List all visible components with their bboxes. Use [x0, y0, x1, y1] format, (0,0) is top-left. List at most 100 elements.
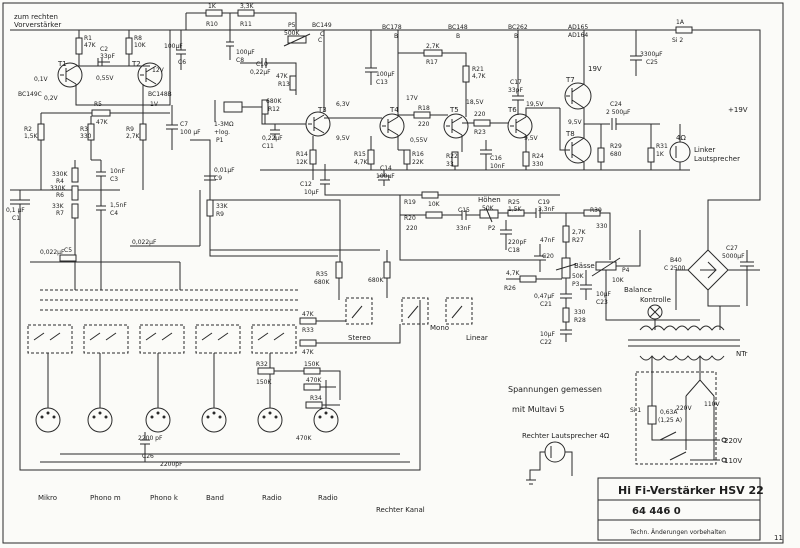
label-ad164: AD164	[568, 32, 588, 39]
label-r13-value: 47K	[276, 73, 289, 80]
label-bc148-b: B	[456, 33, 460, 40]
label-left-speaker-1: Linker	[694, 146, 715, 154]
transistor-t4	[379, 113, 405, 139]
label-r26-value: 4,7K	[506, 270, 521, 277]
input-connector-mikro	[35, 407, 61, 433]
label-c15: C15	[458, 207, 470, 214]
capacitor-c25	[630, 30, 642, 76]
label-v055: 0,55V	[96, 75, 114, 82]
label-c2200: 2200pF	[160, 461, 183, 468]
label-r29: R29	[610, 143, 622, 150]
resistor-r8	[125, 37, 133, 55]
label-c8-value: 100µF	[236, 49, 255, 56]
label-p5-value: 500K	[284, 30, 300, 37]
label-p2: P2	[488, 225, 496, 232]
left-speaker	[669, 141, 691, 163]
capacitor-c20	[534, 244, 546, 272]
mains-switch	[659, 431, 720, 461]
label-c2-value: 33pF	[100, 53, 115, 60]
label-bc149-t3: BC149	[312, 22, 332, 29]
resistor-r680	[383, 261, 391, 279]
label-p3-value: 50K	[572, 273, 585, 280]
label-c23-value: 10µF	[596, 291, 611, 298]
label-c18-value: 220pF	[508, 239, 527, 246]
label-baesse: Bässe	[574, 262, 595, 270]
notes: Spannungen gemessen mit Multavi 5 Rechte…	[376, 385, 610, 514]
r30-wires	[565, 212, 611, 260]
label-p1-log: +log.	[214, 129, 230, 136]
label-t4: T4	[389, 106, 399, 114]
t6-leads	[510, 116, 527, 136]
label-r7-value: 33K	[52, 203, 65, 210]
label-r12: R12	[268, 106, 280, 113]
page-mark: 11	[774, 534, 783, 542]
resistor-r14	[309, 149, 317, 165]
label-r9b: R9	[216, 211, 224, 218]
label-c20-value: 47nF	[540, 237, 555, 244]
label-r30-value: 330	[596, 223, 608, 230]
resistor-r13	[289, 75, 297, 91]
label-c25: C25	[646, 59, 658, 66]
label-r470: 470K	[306, 377, 322, 384]
label-bc178: BC178	[382, 24, 402, 31]
capacitor-c1	[10, 190, 30, 330]
capacitor-c26	[140, 432, 150, 462]
label-t1: T1	[57, 60, 67, 68]
input-connector-phono-m	[87, 407, 113, 433]
label-r2-value: 1,5K	[24, 133, 39, 140]
label-r10-value: 1K	[208, 3, 217, 10]
transistor-t7	[564, 82, 592, 110]
capacitor-c24	[611, 118, 660, 130]
capacitor-c6	[176, 30, 186, 70]
label-r33: R33	[302, 327, 314, 334]
title-number: 64 446 0	[632, 506, 681, 517]
resistor-r35	[335, 261, 343, 279]
label-kontrolle: Kontrolle	[640, 296, 671, 304]
label-v185: 18,5V	[466, 99, 484, 106]
label-t2: T2	[131, 60, 141, 68]
capacitor-c19	[498, 208, 566, 218]
right-speaker-wires	[529, 446, 573, 480]
label-r17: R17	[426, 59, 438, 66]
label-p1: P1	[216, 137, 224, 144]
label-v1: 1V	[150, 101, 159, 108]
label-c2: C2	[100, 46, 108, 53]
label-c1-value: 0,1 µF	[6, 207, 25, 214]
output-stage-wires	[559, 30, 610, 170]
t2-leads	[140, 65, 157, 85]
resistor-r6	[71, 185, 79, 201]
pot-p5-wiper	[283, 33, 311, 47]
note-measured-1: Spannungen gemessen	[508, 385, 602, 394]
resistor-r33	[299, 339, 317, 347]
feedback-wires	[40, 84, 170, 190]
label-r28-value: 330	[574, 309, 586, 316]
label-r11-value: 3,3K	[240, 3, 255, 10]
resistor-r150	[303, 367, 321, 375]
label-r20: R20	[404, 215, 416, 222]
pot-p3-wiper	[555, 263, 577, 271]
label-p4: P4	[622, 267, 630, 274]
input-labels: Mikro Phono m Phono k Band Radio Radio	[38, 494, 338, 502]
label-c6: C6	[178, 59, 186, 66]
rectifier-diode-icon	[700, 261, 717, 279]
capacitor-c13	[365, 30, 377, 85]
label-r25-value: 1,5K	[508, 206, 523, 213]
label-r150: 150K	[304, 361, 320, 368]
capacitor-c12	[320, 164, 400, 196]
resistor-r16	[403, 149, 411, 165]
label-c3: C3	[110, 176, 118, 183]
label-r1: R1	[84, 35, 92, 42]
transistor-t1	[57, 62, 83, 88]
resistor-r26	[519, 275, 537, 283]
label-c16: C16	[490, 155, 502, 162]
label-t3: T3	[317, 106, 327, 114]
ground-icon	[526, 479, 536, 485]
resistor-r15	[367, 149, 375, 165]
t5-wires	[454, 82, 508, 170]
label-v02: 0,2V	[44, 95, 59, 102]
label-p5: P5	[288, 22, 296, 29]
pot-p4-wiper	[591, 257, 621, 277]
t6-wires	[525, 107, 560, 170]
label-linear: Linear	[466, 334, 488, 342]
capacitor-c17	[512, 30, 524, 115]
